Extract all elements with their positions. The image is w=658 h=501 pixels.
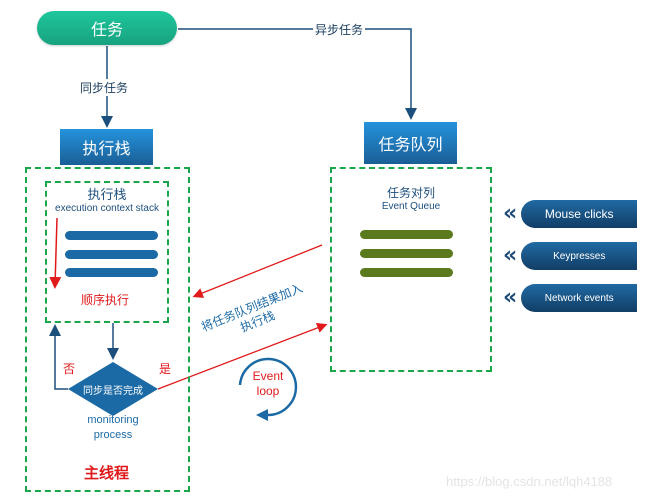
- event-source-mouse[interactable]: « Mouse clicks: [503, 200, 638, 228]
- stack-bar: [65, 250, 158, 259]
- execution-stack-header-label: 执行栈: [82, 139, 131, 158]
- event-queue-frame: [330, 167, 492, 372]
- task-node[interactable]: 任务: [37, 11, 177, 45]
- queue-bar: [360, 249, 453, 258]
- mouse-clicks-button[interactable]: Mouse clicks: [521, 200, 638, 228]
- watermark: https://blog.csdn.net/lqh4188: [446, 474, 613, 489]
- event-loop-circle-icon: [238, 357, 298, 417]
- keypresses-button[interactable]: Keypresses: [521, 242, 638, 270]
- main-thread-frame: [25, 167, 190, 492]
- task-queue-header[interactable]: 任务队列: [364, 122, 457, 164]
- queue-panel-subtitle: Event Queue: [381, 201, 441, 212]
- execution-stack-frame: [45, 181, 169, 323]
- sync-task-label: 同步任务: [78, 79, 131, 96]
- task-label: 任务: [90, 20, 123, 39]
- sequential-execution-label: 顺序执行: [81, 293, 130, 307]
- queue-bar: [360, 230, 453, 239]
- queue-panel-title: 任务对列: [386, 186, 435, 200]
- decision-to-queue-arrow: [157, 322, 328, 390]
- async-edge: [178, 28, 417, 120]
- no-loop-edge: [49, 324, 68, 390]
- event-loop-arrowhead-icon: [256, 409, 268, 421]
- async-task-label: 异步任务: [313, 21, 366, 38]
- event-loop-line2: loop: [256, 384, 280, 398]
- no-label: 否: [63, 362, 76, 376]
- network-events-button[interactable]: Network events: [521, 284, 638, 312]
- event-source-keypress[interactable]: « Keypresses: [503, 242, 638, 270]
- double-chevron-left-icon: «: [503, 201, 518, 226]
- double-chevron-left-icon: «: [503, 243, 518, 268]
- execution-stack-header[interactable]: 执行栈: [60, 129, 153, 165]
- task-queue-header-label: 任务队列: [378, 135, 443, 154]
- order-arrow: [49, 217, 62, 289]
- decision-label: 同步是否完成: [83, 386, 143, 397]
- yes-label: 是: [159, 362, 172, 376]
- queue-bar: [360, 268, 453, 277]
- network-events-label: Network events: [544, 292, 614, 304]
- stack-panel-title: 执行栈: [87, 188, 127, 203]
- event-loop-line1: Event: [252, 369, 284, 383]
- monitoring-caption: monitoring: [87, 414, 139, 426]
- process-caption: process: [93, 429, 133, 441]
- decision-diamond[interactable]: [68, 362, 158, 416]
- keypresses-label: Keypresses: [553, 250, 606, 262]
- stack-bar: [65, 231, 158, 240]
- stack-bar: [65, 268, 158, 277]
- queue-to-stack-arrow: [192, 244, 323, 298]
- mouse-clicks-label: Mouse clicks: [544, 207, 614, 221]
- event-source-network[interactable]: « Network events: [503, 284, 638, 312]
- double-chevron-left-icon: «: [503, 285, 518, 310]
- stack-panel-subtitle: execution context stack: [55, 203, 159, 214]
- main-thread-label: 主线程: [84, 464, 130, 482]
